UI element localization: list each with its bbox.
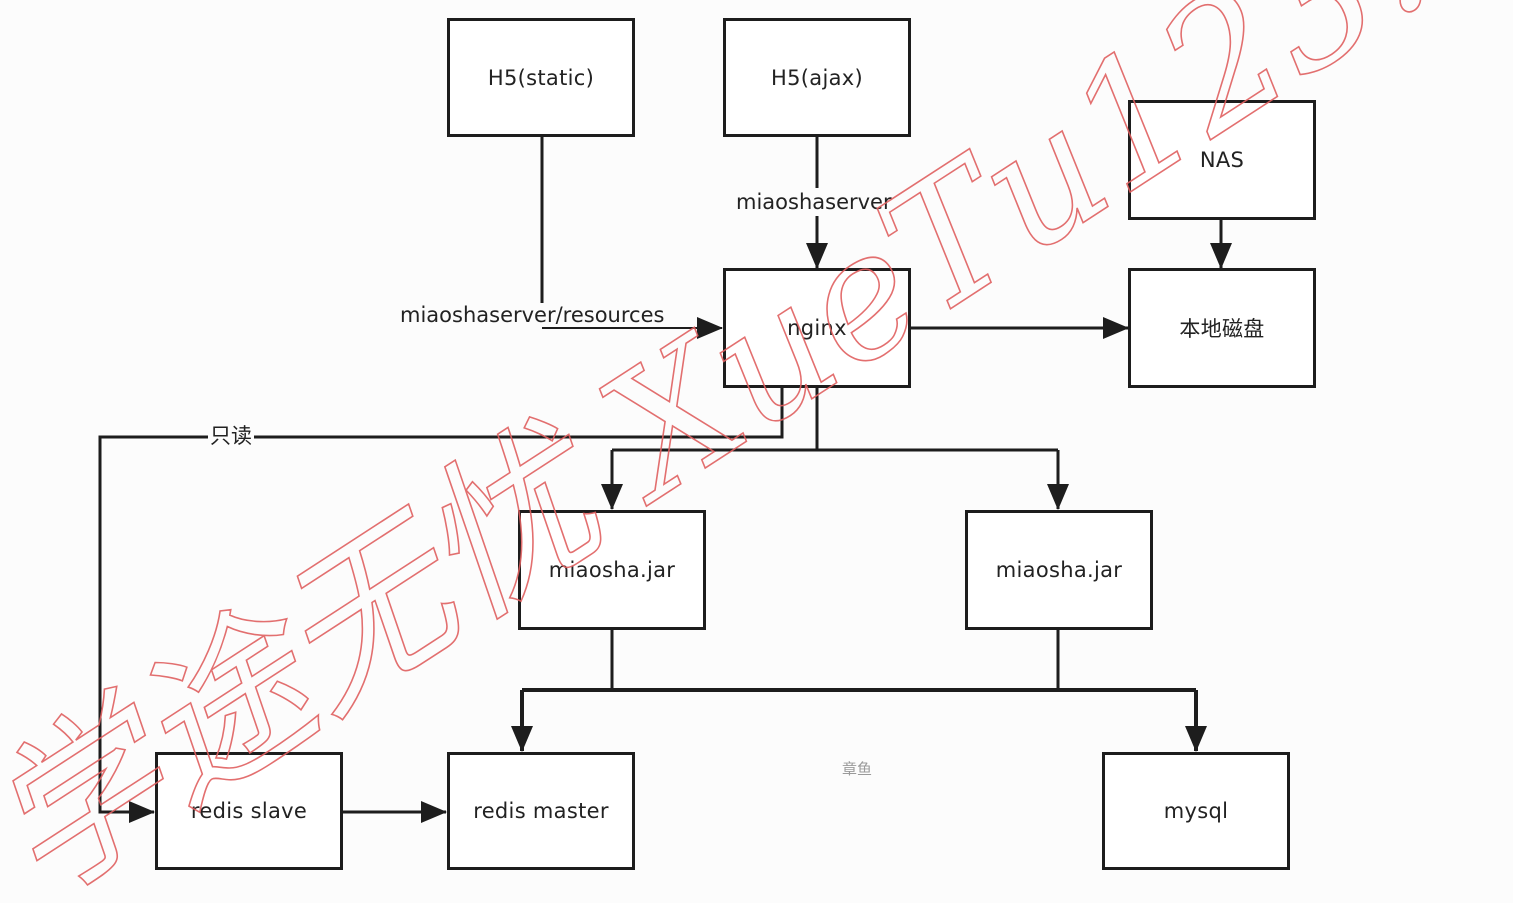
center-mark: 章鱼: [842, 760, 873, 778]
node-local-disk: 本地磁盘: [1128, 268, 1316, 388]
label-read-only: 只读: [208, 424, 254, 448]
node-nginx: nginx: [723, 268, 911, 388]
edge-nginx-to-redis-slave: [98, 388, 784, 823]
node-miaosha-jar-left: miaosha.jar: [518, 510, 706, 630]
label-ajax-to-nginx: miaoshaserver: [734, 190, 894, 214]
label-static-to-nginx: miaoshaserver/resources: [398, 303, 667, 327]
node-mysql: mysql: [1102, 752, 1290, 870]
node-h5-ajax: H5(ajax): [723, 18, 911, 137]
node-h5-static: H5(static): [447, 18, 635, 137]
node-redis-master: redis master: [447, 752, 635, 870]
node-nas: NAS: [1128, 100, 1316, 220]
node-redis-slave: redis slave: [155, 752, 343, 870]
node-miaosha-jar-right: miaosha.jar: [965, 510, 1153, 630]
